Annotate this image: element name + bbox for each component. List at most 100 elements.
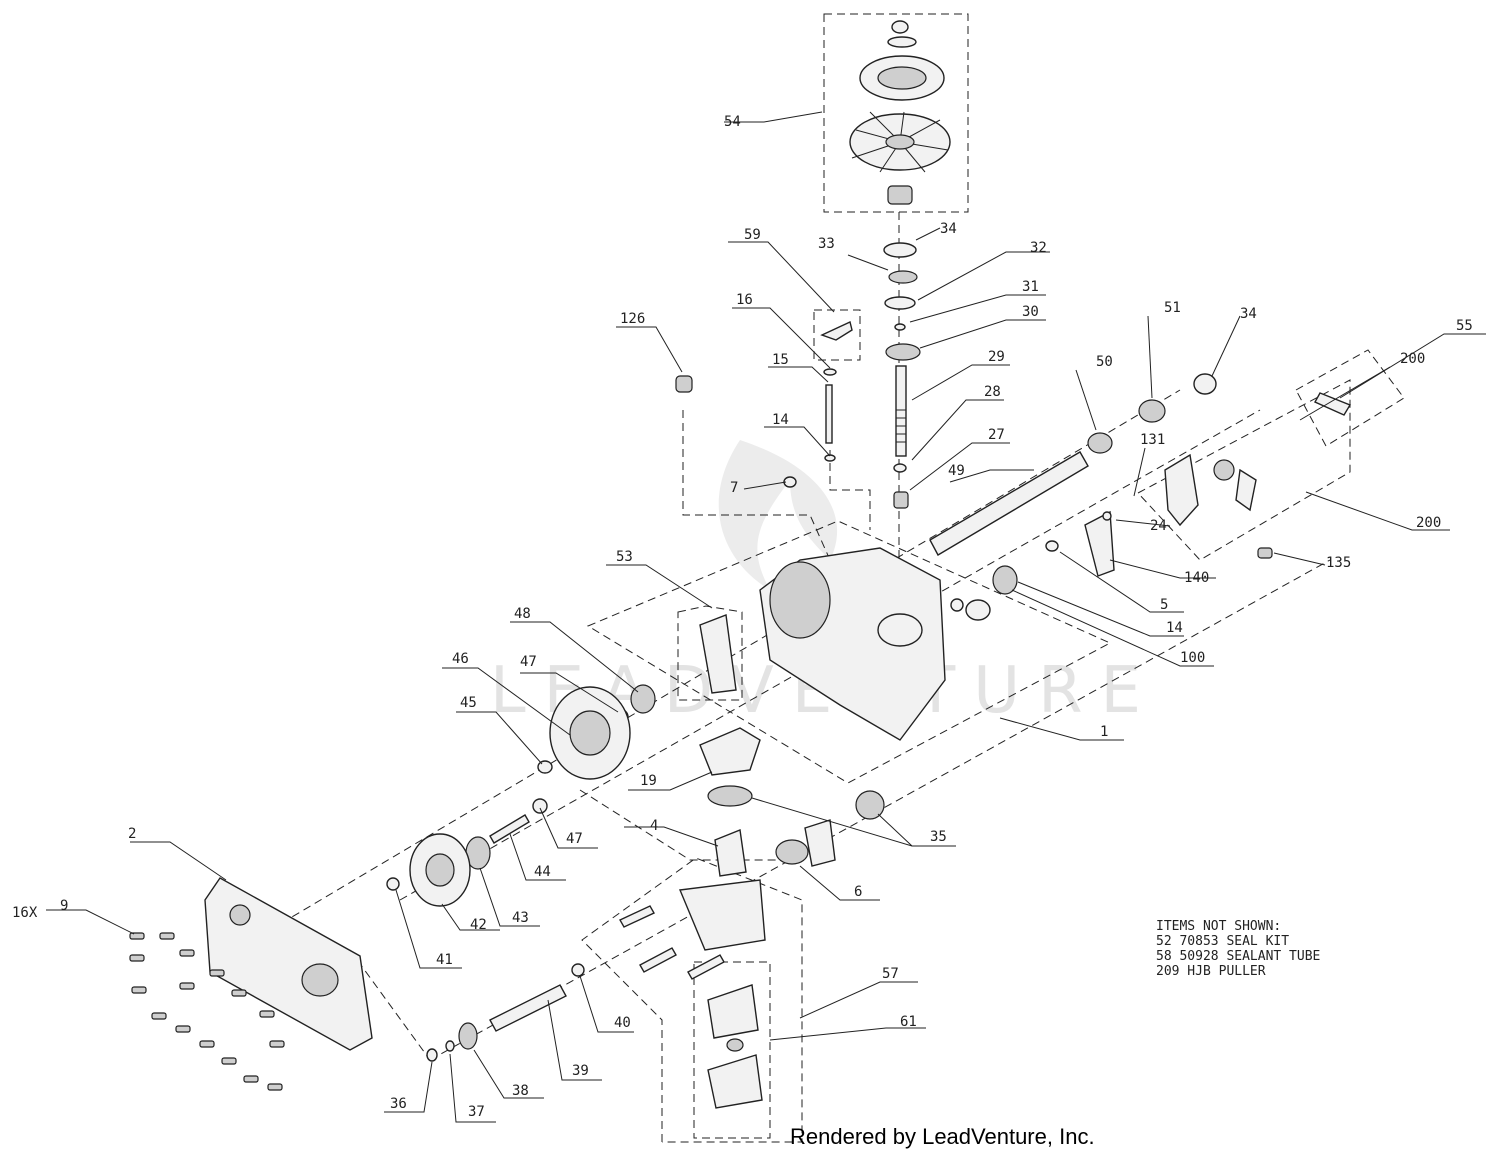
cylinder-4 bbox=[714, 829, 747, 877]
fan bbox=[849, 111, 951, 173]
callout-14b: 14 bbox=[1166, 620, 1183, 636]
callout-54: 54 bbox=[724, 114, 741, 130]
callout-1: 1 bbox=[1100, 724, 1108, 740]
callout-39: 39 bbox=[572, 1063, 589, 1079]
note-line-1: 52 70853 SEAL KIT bbox=[1156, 934, 1289, 949]
seal-200 bbox=[1213, 459, 1235, 481]
bearing-35a bbox=[707, 785, 753, 807]
nut-top bbox=[891, 20, 909, 34]
callout-19: 19 bbox=[640, 773, 657, 789]
arm-200 bbox=[1235, 468, 1257, 512]
box-59 bbox=[813, 309, 861, 361]
washer-32 bbox=[884, 296, 916, 310]
ring-28 bbox=[893, 463, 907, 473]
callout-27: 27 bbox=[988, 427, 1005, 443]
callout-36: 36 bbox=[390, 1096, 407, 1112]
callout-9: 9 bbox=[60, 898, 68, 914]
callout-46: 46 bbox=[452, 651, 469, 667]
callout-34b: 34 bbox=[1240, 306, 1257, 322]
callout-53: 53 bbox=[616, 549, 633, 565]
bearing-51 bbox=[1138, 399, 1166, 423]
callout-37: 37 bbox=[468, 1104, 485, 1120]
credit-text: Rendered by LeadVenture, Inc. bbox=[790, 1124, 1095, 1149]
callout-24: 24 bbox=[1150, 518, 1167, 534]
callout-5: 5 bbox=[1160, 597, 1168, 613]
hub bbox=[887, 185, 913, 205]
box-57 bbox=[581, 857, 803, 1143]
callout-48: 48 bbox=[514, 606, 531, 622]
bearing-30 bbox=[885, 343, 921, 361]
callout-7: 7 bbox=[730, 480, 738, 496]
pin-44 bbox=[489, 814, 530, 844]
plate-53 bbox=[699, 614, 737, 694]
ring-45 bbox=[537, 760, 553, 774]
washer-top bbox=[887, 36, 917, 48]
pin-15 bbox=[825, 384, 833, 444]
box-fan-pulley bbox=[823, 13, 969, 213]
ring-37 bbox=[445, 1040, 455, 1052]
bracket-131 bbox=[1164, 453, 1199, 527]
callout-33: 33 bbox=[818, 236, 835, 252]
callout-40: 40 bbox=[614, 1015, 631, 1031]
part-61 bbox=[707, 984, 759, 1039]
callout-50: 50 bbox=[1096, 354, 1113, 370]
washer-24 bbox=[1102, 511, 1112, 521]
callout-2: 2 bbox=[128, 826, 136, 842]
callout-200b: 200 bbox=[1416, 515, 1441, 531]
note-line-2: 58 50928 SEALANT TUBE bbox=[1156, 949, 1320, 964]
callout-47b: 47 bbox=[566, 831, 583, 847]
leader-lines bbox=[46, 111, 1486, 1123]
box-53 bbox=[677, 605, 743, 701]
box-61 bbox=[693, 961, 771, 1139]
center-section bbox=[678, 879, 766, 951]
callout-15: 15 bbox=[772, 352, 789, 368]
brake-lever-55 bbox=[1314, 392, 1352, 416]
lever-59 bbox=[820, 321, 853, 341]
callout-28: 28 bbox=[984, 384, 1001, 400]
bolts-9 bbox=[129, 932, 285, 1091]
callout-32: 32 bbox=[1030, 240, 1047, 256]
callout-44: 44 bbox=[534, 864, 551, 880]
retaining-ring-34 bbox=[883, 242, 917, 258]
note-heading: ITEMS NOT SHOWN: bbox=[1156, 919, 1281, 934]
callout-61: 61 bbox=[900, 1014, 917, 1030]
callout-labels: 54 34 33 32 31 30 29 28 27 59 16 15 14 1… bbox=[12, 114, 1473, 1120]
gear-38 bbox=[458, 1022, 478, 1050]
callout-16: 16 bbox=[736, 292, 753, 308]
box-housing bbox=[586, 520, 1112, 784]
callout-140: 140 bbox=[1184, 570, 1209, 586]
callout-55: 55 bbox=[1456, 318, 1473, 334]
seal-33 bbox=[888, 270, 918, 284]
callout-16x: 16X bbox=[12, 905, 38, 921]
washer-36 bbox=[426, 1048, 438, 1062]
callout-14: 14 bbox=[772, 412, 789, 428]
callout-41: 41 bbox=[436, 952, 453, 968]
shaft-29 bbox=[895, 365, 907, 457]
cover-plate-2 bbox=[204, 877, 373, 1051]
axle-49 bbox=[929, 451, 1089, 556]
items-not-shown-note: ITEMS NOT SHOWN: 52 70853 SEAL KIT 58 50… bbox=[1156, 919, 1320, 979]
gear-27 bbox=[893, 491, 909, 509]
note-line-3: 209 HJB PULLER bbox=[1156, 964, 1266, 979]
washer-41 bbox=[386, 877, 400, 891]
callout-42: 42 bbox=[470, 917, 487, 933]
cover-61 bbox=[707, 1054, 763, 1109]
gear-100 bbox=[992, 565, 1018, 595]
box-55 bbox=[1295, 349, 1405, 447]
shaft-39 bbox=[489, 984, 567, 1032]
parts bbox=[129, 20, 1352, 1109]
gear-48 bbox=[630, 684, 656, 714]
callout-45: 45 bbox=[460, 695, 477, 711]
callout-35: 35 bbox=[930, 829, 947, 845]
callout-100: 100 bbox=[1180, 650, 1205, 666]
callout-131: 131 bbox=[1140, 432, 1165, 448]
spring-135 bbox=[1257, 547, 1273, 559]
callout-57: 57 bbox=[882, 966, 899, 982]
washer-40 bbox=[571, 963, 585, 977]
callout-47: 47 bbox=[520, 654, 537, 670]
vent-126 bbox=[675, 375, 693, 393]
callout-43: 43 bbox=[512, 910, 529, 926]
callout-126: 126 bbox=[620, 311, 645, 327]
callout-135: 135 bbox=[1326, 555, 1351, 571]
